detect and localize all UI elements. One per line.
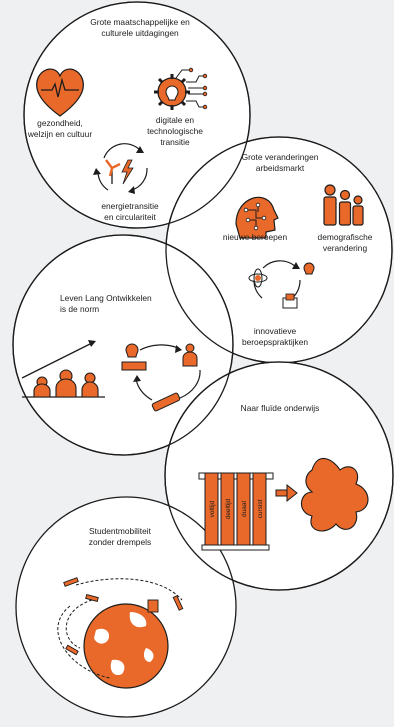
people-group-icon	[323, 184, 364, 226]
globe-mobility-icon	[57, 577, 184, 689]
learning-cycle-icon	[121, 343, 201, 412]
label-gezondheid: gezondheid,welzijn en cultuur	[27, 118, 93, 139]
arrow-right-icon	[275, 483, 298, 503]
innovation-cycle-icon	[248, 260, 315, 309]
brain-head-icon	[235, 196, 279, 239]
bar-label-deeltijd: deeltijd	[225, 498, 232, 519]
fluid-blob-icon	[300, 458, 369, 532]
growth-people-icon	[21, 340, 105, 398]
bar-label-voltijd: voltijd	[209, 500, 216, 517]
fluid-bars: voltijd deeltijd duaal cursist	[198, 472, 274, 551]
energy-cycle-icon	[93, 143, 148, 194]
heart-pulse-icon	[36, 68, 84, 117]
circle-maatschappelijke-outline-over	[23, 1, 251, 229]
gear-bulb-icon	[154, 67, 208, 110]
bar-label-duaal: duaal	[241, 500, 248, 516]
bar-label-cursist: cursist	[257, 499, 264, 518]
circle-llo-outline-over	[12, 234, 234, 456]
circle-fluide-outline-over	[164, 361, 394, 591]
section-title-fluide: Naar fluïde onderwijs	[240, 403, 320, 413]
label-nieuwe-beroepen: nieuwe beroepen	[222, 232, 288, 242]
